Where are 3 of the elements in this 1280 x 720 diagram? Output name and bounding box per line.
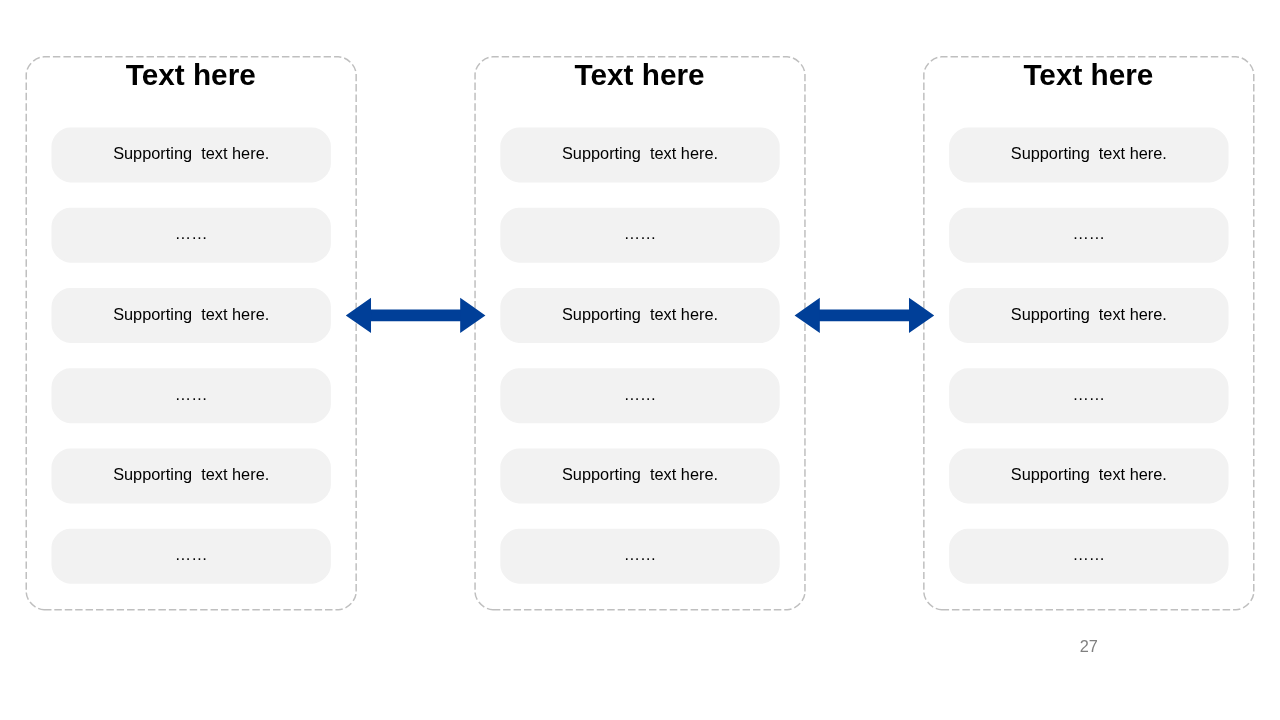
label: 27 <box>1079 637 1098 656</box>
arrow <box>345 297 486 334</box>
arrow <box>794 297 935 334</box>
